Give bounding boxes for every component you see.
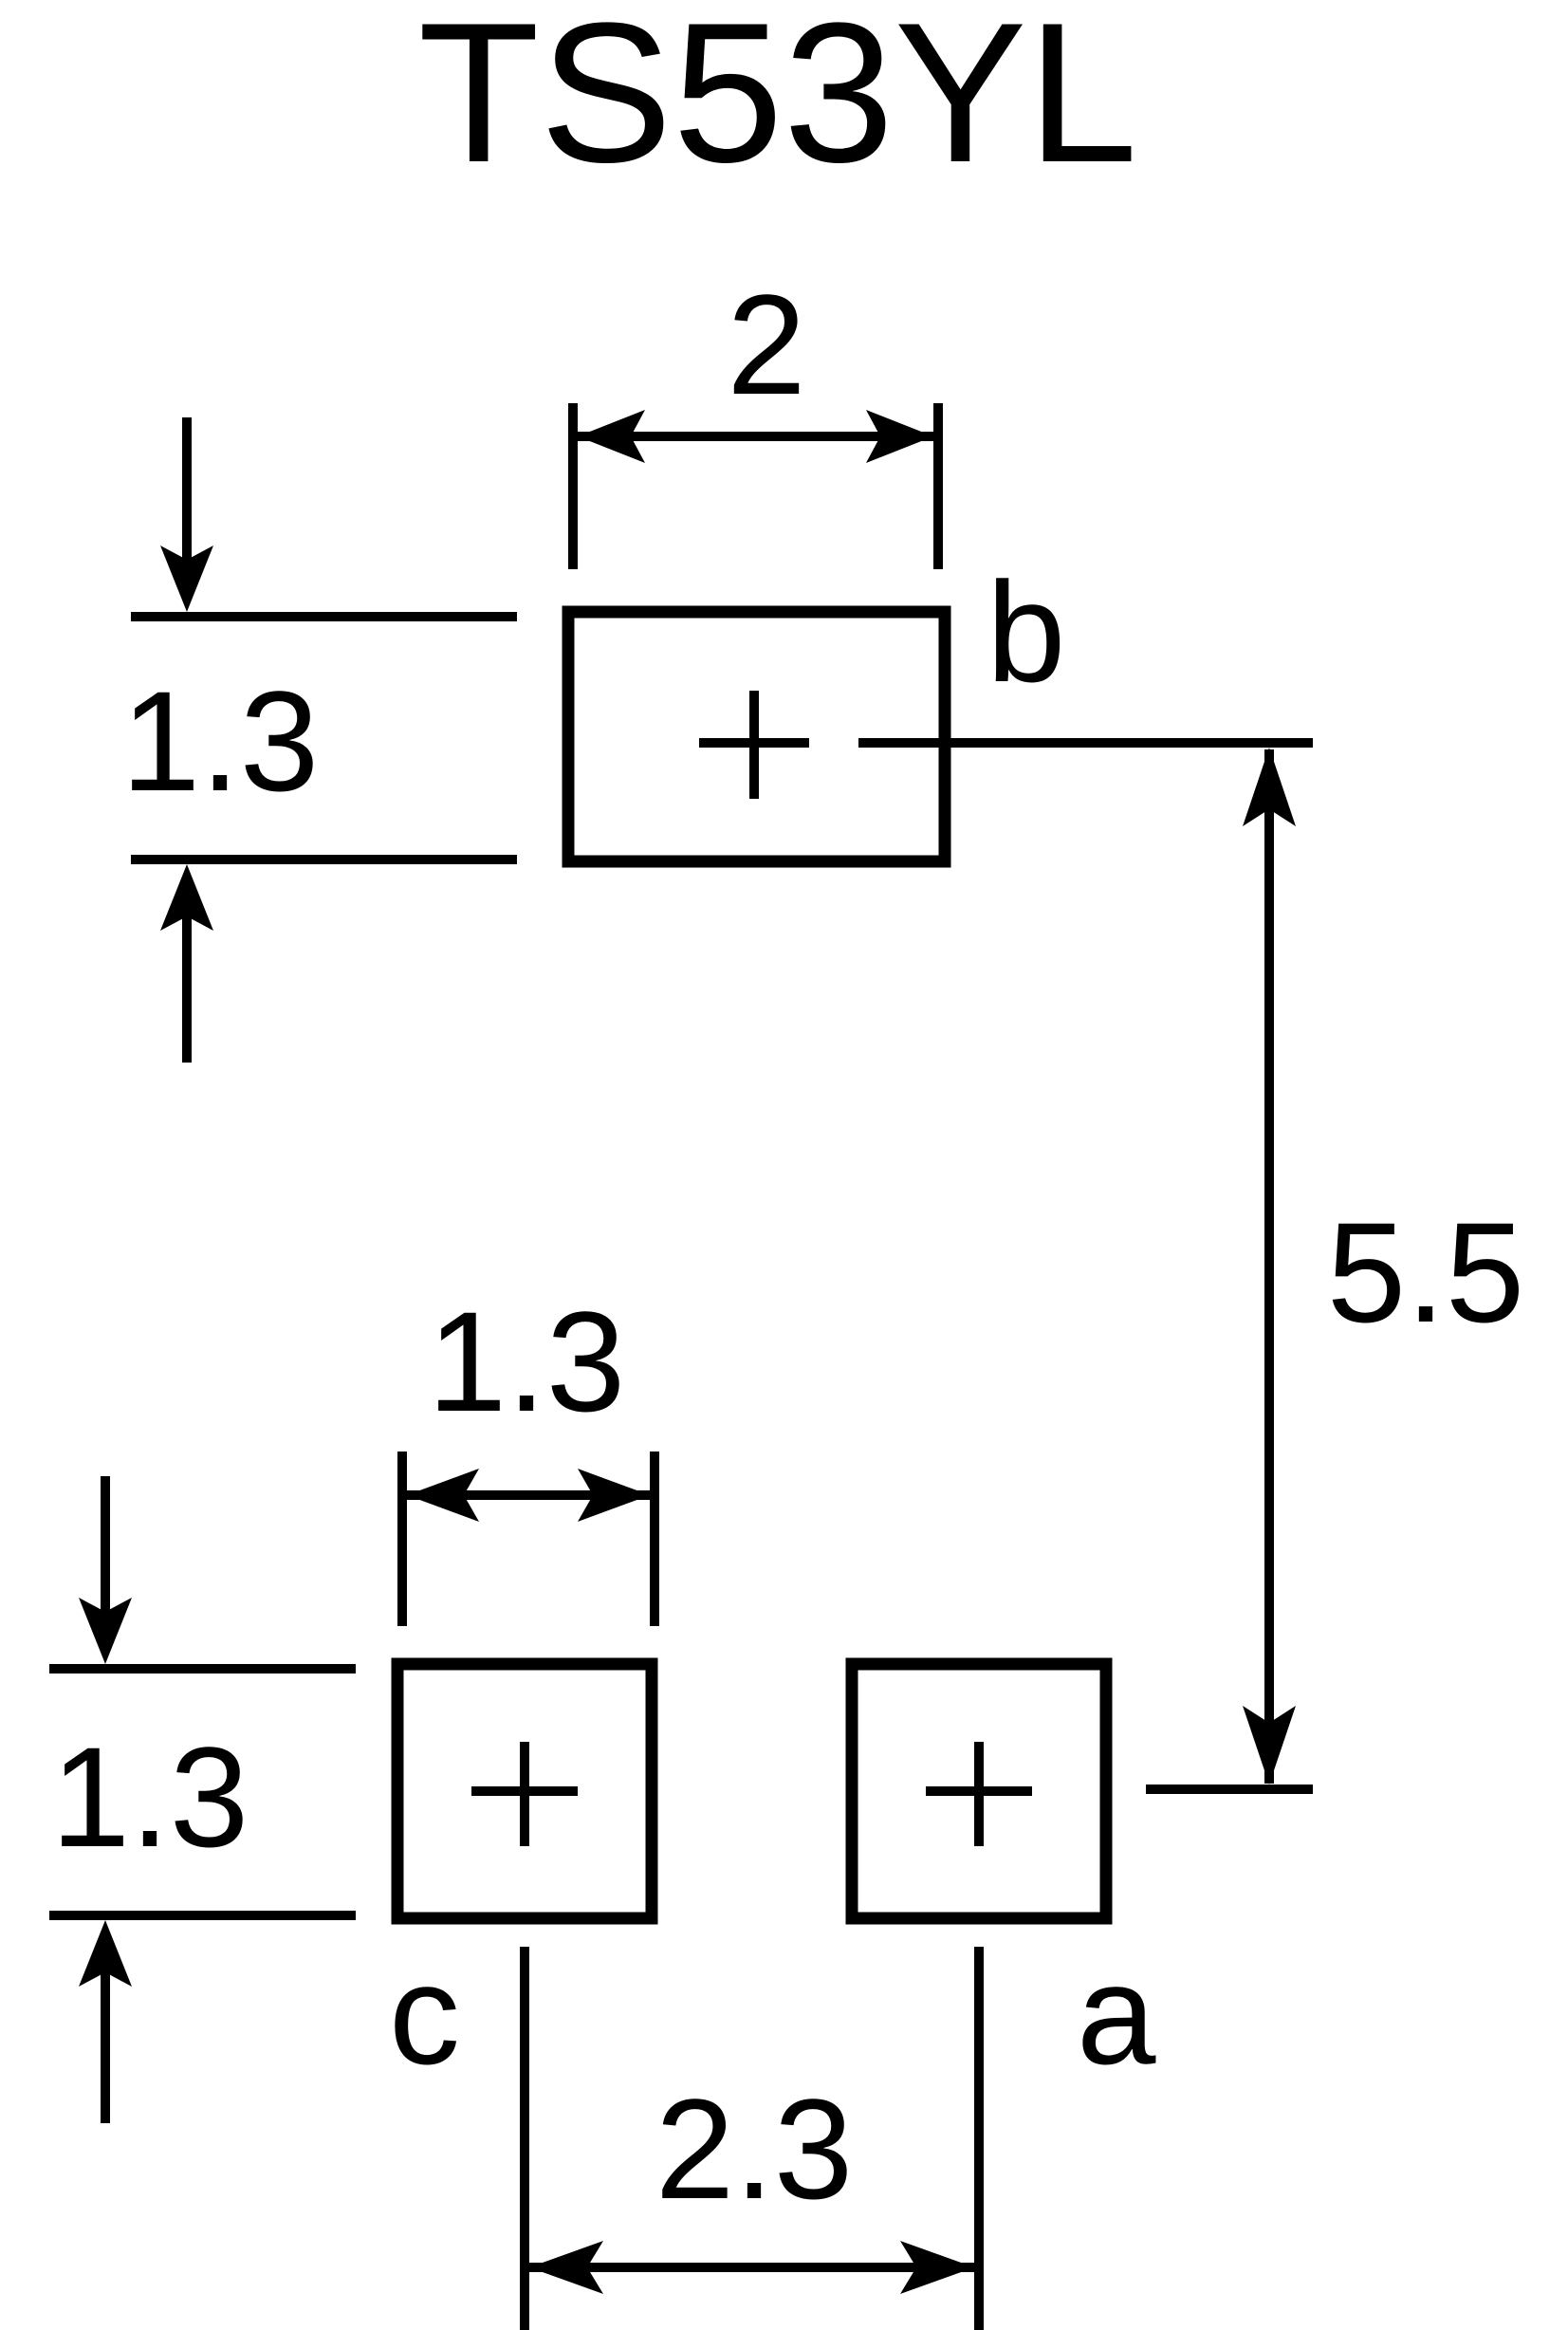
arrow-left: [407, 1469, 479, 1522]
arrow-left: [578, 410, 645, 463]
pad-a-outline: [845, 1657, 1113, 1925]
dim-pin-pitch-vertical: [858, 738, 1313, 1794]
dim-pad-small-height: [49, 1476, 356, 2123]
pad-c: [391, 1657, 658, 1925]
arrow-up: [1243, 748, 1296, 826]
dim-pad-b-height: [131, 417, 517, 1063]
arrow-right: [578, 1469, 650, 1522]
arrow-down: [160, 546, 213, 612]
pin-label-b: b: [987, 552, 1065, 712]
arrow-right: [866, 410, 933, 463]
pad-c-outline: [391, 1657, 658, 1925]
dim-label-pad-small-height: 1.3: [51, 1717, 249, 1877]
diagram-title: TS53YL: [418, 0, 1138, 204]
dim-label-pad-small-width: 1.3: [428, 1282, 626, 1441]
pad-b: [562, 605, 951, 868]
arrow-left: [529, 2241, 603, 2294]
pad-b-outline: [562, 605, 951, 868]
pin-label-a: a: [1077, 1934, 1156, 2094]
pin-label-c: c: [389, 1934, 460, 2094]
dim-label-pad-b-height: 1.3: [121, 661, 320, 821]
pad-a: [845, 1657, 1113, 1925]
arrow-down: [79, 1598, 132, 1664]
arrow-up: [79, 1920, 132, 1987]
dim-label-pin-pitch-horizontal: 2.3: [655, 2069, 854, 2228]
dim-label-pad-b-width: 2: [727, 265, 805, 424]
arrow-right: [900, 2241, 974, 2294]
arrow-up: [160, 864, 213, 931]
dim-pin-pitch-horizontal: [520, 1947, 984, 2330]
dim-pad-b-width: [568, 403, 943, 569]
dim-label-pin-pitch-vertical: 5.5: [1327, 1193, 1525, 1352]
dim-pad-small-width: [397, 1452, 659, 1626]
arrow-down: [1243, 1706, 1296, 1784]
